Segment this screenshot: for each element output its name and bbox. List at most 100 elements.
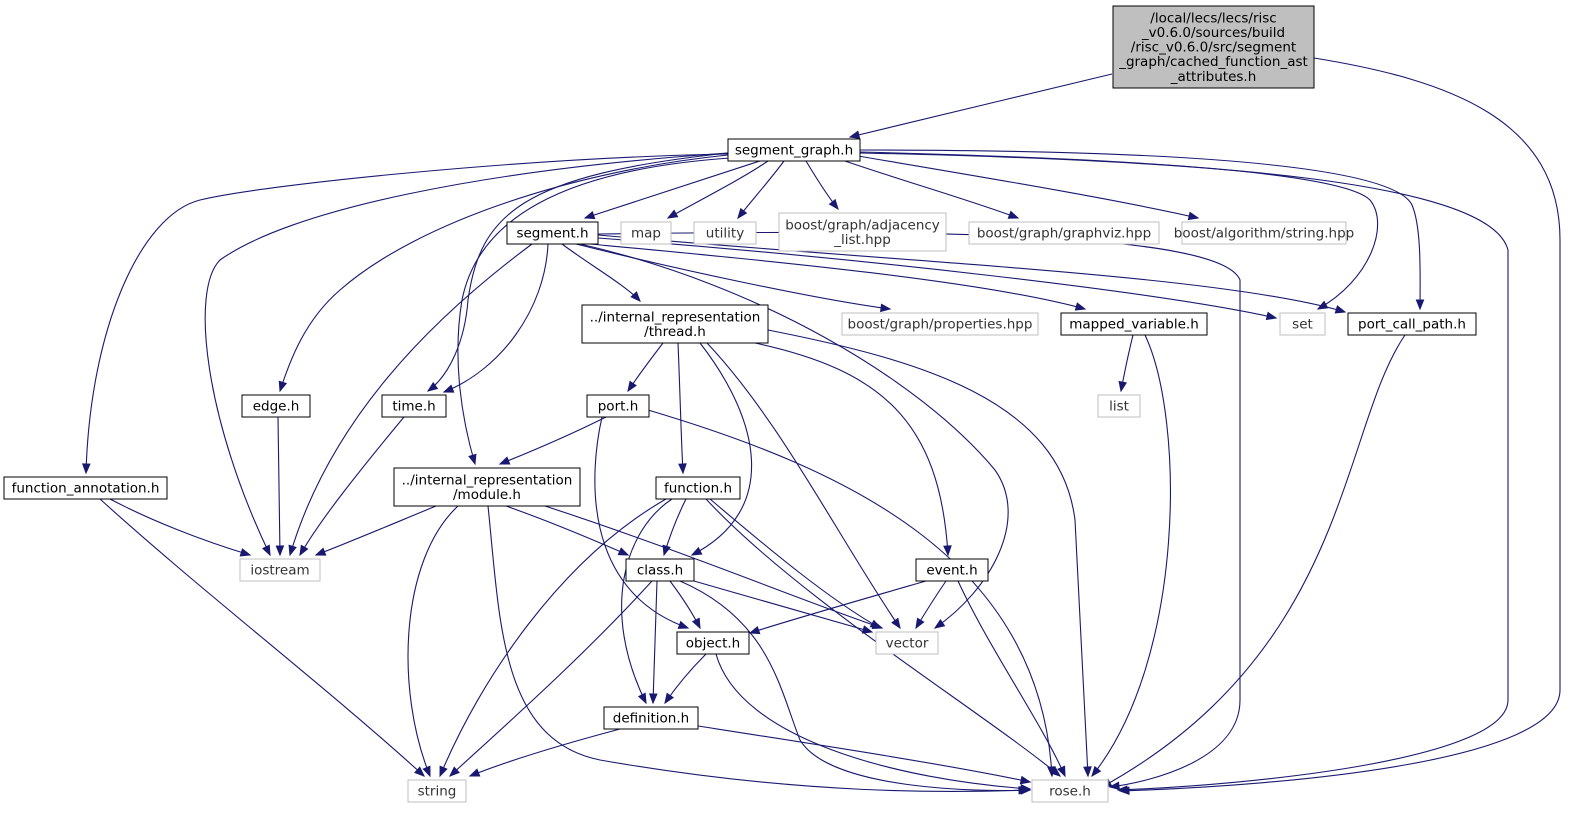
node-utility: utility [693, 221, 757, 245]
node-function-annotation-h[interactable]: function_annotation.h [3, 476, 168, 500]
edge-port_h-to-rose_h [647, 409, 1056, 778]
node-box [1279, 312, 1326, 336]
node-segment-h[interactable]: segment.h [506, 221, 599, 245]
node-mapped-variable-h[interactable]: mapped_variable.h [1060, 312, 1208, 336]
node-thread-h[interactable]: ../internal_representation/thread.h [581, 304, 769, 344]
node-port-h[interactable]: port.h [586, 394, 650, 418]
node-label: /local/lecs/lecs/risc_v0.6.0/sources/bui… [1118, 10, 1308, 84]
node-boost-graphviz: boost/graph/graphviz.hpp [968, 221, 1160, 245]
node-box [586, 394, 650, 418]
node-segment-graph-h[interactable]: segment_graph.h [727, 138, 861, 162]
node-label: class.h [637, 563, 683, 579]
node-label: set [1292, 317, 1313, 333]
node-box [1347, 312, 1477, 336]
edges-layer [81, 57, 1561, 796]
edge-event_h-to-rose_h [957, 580, 1066, 778]
node-box [620, 221, 672, 245]
edge-function_h-to-vector [709, 498, 882, 629]
edge-segment_graph_h-to-module_h [457, 157, 731, 466]
edge-function_h-to-string [439, 498, 667, 778]
node-box [241, 394, 311, 418]
node-box [841, 312, 1039, 336]
node-function-h[interactable]: function.h [655, 476, 741, 500]
edge-definition_h-to-rose_h [697, 725, 1032, 785]
edge-class_h-to-definition_h [648, 580, 658, 705]
node-class-h[interactable]: class.h [625, 558, 695, 582]
node-boost-algorithm-string: boost/algorithm/string.hpp [1174, 221, 1354, 245]
edge-segment_h-to-thread_h [561, 243, 641, 302]
node-box [1097, 394, 1141, 418]
node-box [506, 221, 599, 245]
node-label: boost/algorithm/string.hpp [1174, 226, 1354, 242]
node-module-h[interactable]: ../internal_representation/module.h [393, 467, 581, 507]
node-label: boost/graph/adjacency_list.hpp [785, 217, 940, 248]
edge-root-to-rose_h [1118, 57, 1561, 796]
node-box [381, 394, 447, 418]
node-label: function_annotation.h [12, 481, 160, 497]
node-event-h[interactable]: event.h [915, 558, 989, 582]
edge-segment_graph_h-to-boost_algorithm_string [857, 155, 1200, 221]
edge-module_h-to-iostream [314, 505, 437, 556]
node-port-call-path-h[interactable]: port_call_path.h [1347, 312, 1477, 336]
edge-segment_h-to-set [597, 237, 1278, 321]
edge-segment_graph_h-to-utility [737, 160, 785, 220]
edge-mapped_variable_h-to-list [1118, 334, 1134, 393]
node-definition-h[interactable]: definition.h [603, 706, 699, 730]
node-label: event.h [926, 563, 977, 579]
node-label: port_call_path.h [1358, 317, 1466, 333]
node-box [1060, 312, 1208, 336]
edge-segment_h-to-vector [579, 243, 1009, 629]
node-box [581, 304, 769, 344]
node-box [676, 631, 750, 655]
node-string: string [407, 779, 467, 803]
edge-definition_h-to-string [468, 728, 621, 777]
node-time-h[interactable]: time.h [381, 394, 447, 418]
node-label: string [418, 784, 457, 800]
edge-function_annotation_h-to-string [99, 498, 425, 777]
edge-function_h-to-definition_h [621, 498, 673, 705]
node-edge-h[interactable]: edge.h [241, 394, 311, 418]
node-label: iostream [250, 563, 309, 579]
node-label: map [631, 226, 661, 242]
node-boost-properties: boost/graph/properties.hpp [841, 312, 1039, 336]
node-map: map [620, 221, 672, 245]
edge-segment_graph_h-to-port_call_path_h [859, 149, 1425, 311]
edge-function_annotation_h-to-iostream [109, 498, 252, 557]
edge-module_h-to-class_h [505, 505, 630, 556]
node-label: utility [706, 226, 744, 242]
edge-port_h-to-module_h [498, 416, 607, 465]
node-label: vector [886, 636, 929, 652]
edge-time_h-to-iostream [299, 416, 405, 557]
edge-object_h-to-definition_h [664, 653, 707, 705]
node-label: segment.h [516, 226, 588, 242]
edge-module_h-to-vector [544, 505, 884, 630]
node-label: list [1109, 399, 1129, 415]
node-box [915, 558, 989, 582]
node-box [875, 631, 939, 655]
node-root[interactable]: /local/lecs/lecs/risc_v0.6.0/sources/bui… [1112, 5, 1315, 89]
node-box [693, 221, 757, 245]
edge-segment_h-to-port_call_path_h [597, 234, 1347, 314]
edge-thread_h-to-vector [706, 342, 901, 630]
node-box [778, 212, 947, 252]
edge-segment_graph_h-to-boost_graphviz [844, 160, 1020, 219]
node-object-h[interactable]: object.h [676, 631, 750, 655]
node-label: boost/graph/properties.hpp [848, 317, 1033, 333]
node-set: set [1279, 312, 1326, 336]
node-box [239, 558, 321, 582]
edge-segment_h-to-time_h [442, 243, 549, 393]
node-iostream: iostream [239, 558, 321, 582]
edge-segment_graph_h-to-boost_adjacency_list [805, 160, 839, 211]
edge-segment_graph_h-to-edge_h [278, 154, 729, 393]
edge-port_call_path_h-to-rose_h [1100, 334, 1406, 788]
nodes-layer: /local/lecs/lecs/risc_v0.6.0/sources/bui… [3, 5, 1477, 803]
edge-mapped_variable_h-to-rose_h [1091, 334, 1171, 778]
node-label: mapped_variable.h [1069, 317, 1199, 333]
edge-segment_graph_h-to-segment_h [583, 160, 761, 220]
node-label: boost/graph/graphviz.hpp [977, 226, 1151, 242]
edge-object_h-to-rose_h [715, 653, 1032, 793]
node-label: port.h [598, 399, 639, 415]
node-box [1031, 779, 1109, 803]
node-label: ../internal_representation/thread.h [590, 309, 761, 340]
